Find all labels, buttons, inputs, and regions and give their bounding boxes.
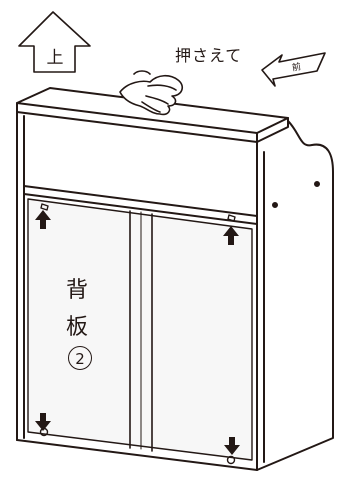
- front-label: 前: [291, 60, 302, 73]
- up-arrow-icon: [223, 226, 239, 245]
- up-arrow-icon: [35, 210, 51, 229]
- back-panel-label-2: 板: [66, 315, 89, 340]
- hand-icon: [119, 70, 184, 116]
- front-arrow-icon: [261, 52, 326, 87]
- side-panel: [256, 120, 334, 471]
- divider-shelf: [23, 185, 258, 225]
- back-panel: [27, 198, 253, 461]
- up-arrow-icon: [18, 11, 91, 73]
- down-arrow-icon: [224, 437, 240, 455]
- hole-icon: [272, 202, 278, 208]
- down-arrow-icon: [35, 413, 51, 431]
- up-label: 上: [47, 48, 64, 68]
- back-panel-label-1: 背: [66, 278, 89, 303]
- press-instruction: 押さえて: [175, 46, 243, 65]
- center-divider: [129, 210, 153, 452]
- panel-number: 2: [68, 346, 92, 370]
